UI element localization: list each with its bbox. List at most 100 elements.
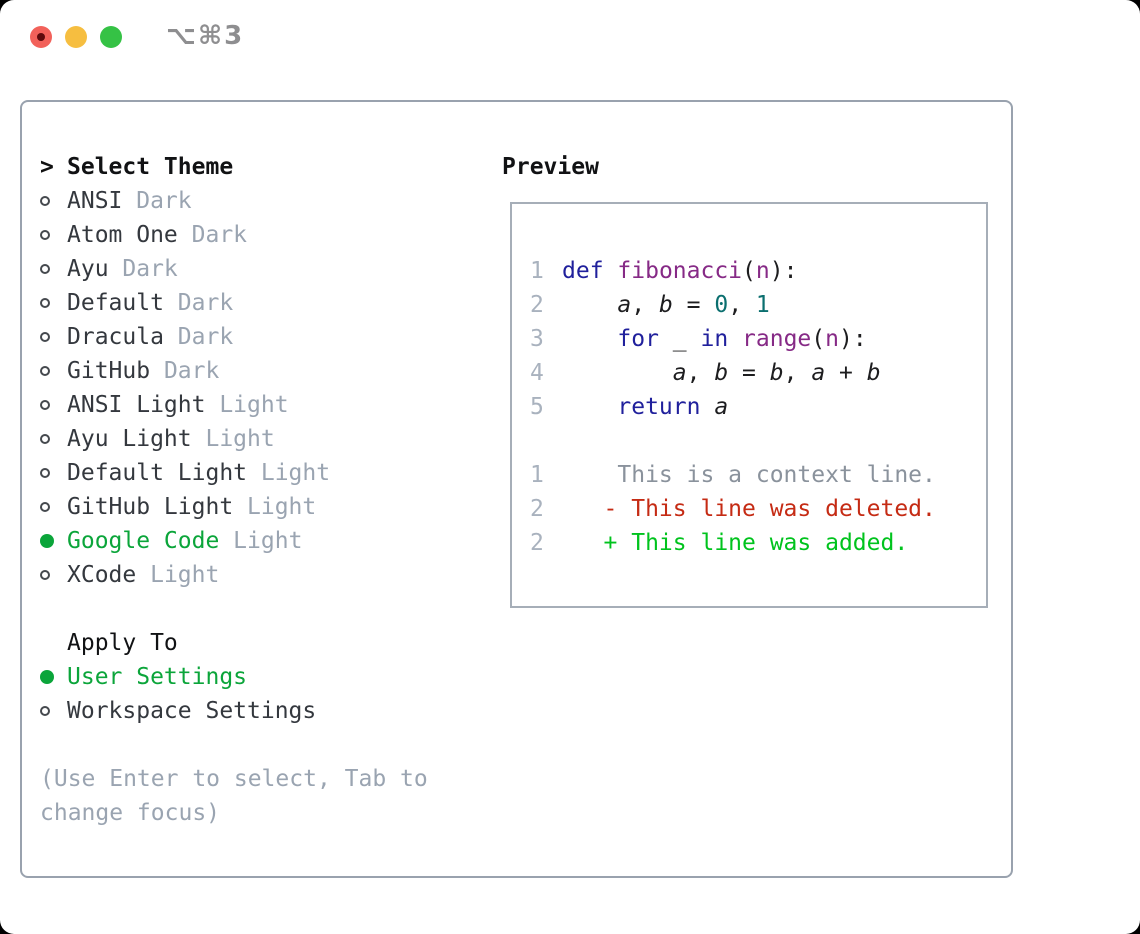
preview-header-row: Preview (502, 150, 599, 184)
code-token (562, 288, 617, 322)
theme-option-label: ANSI Light (67, 392, 206, 418)
code-token: n (825, 326, 840, 352)
select-theme-header-row: > Select Theme (40, 150, 485, 184)
code-token: + (825, 360, 867, 386)
theme-option-ayu[interactable]: Ayu Dark (40, 252, 485, 286)
apply-option-workspace-settings[interactable]: Workspace Settings (40, 694, 485, 728)
code-token (700, 390, 714, 424)
code-token (562, 356, 673, 390)
theme-option-ansi-light[interactable]: ANSI Light Light (40, 388, 485, 422)
code-token: , (783, 360, 812, 386)
code-token (604, 254, 618, 288)
theme-variant-tag: Light (219, 528, 303, 554)
preview-line: 5 return a (530, 390, 986, 424)
radio-selected-icon (40, 670, 54, 684)
radio-icon (40, 400, 50, 410)
code-token: , (686, 360, 715, 386)
line-number: 3 (530, 326, 544, 352)
theme-option-label: Default Light (67, 460, 248, 486)
theme-option-label: Ayu Light (67, 426, 192, 452)
theme-option-label: GitHub (67, 358, 151, 384)
code-token: ): (839, 326, 867, 352)
line-number: 2 (530, 292, 544, 318)
code-token: fibonacci (617, 258, 743, 284)
code-token: range (742, 326, 812, 352)
preview-line: 2 a, b = 0, 1 (530, 288, 986, 322)
preview-line: 1 This is a context line. (530, 458, 986, 492)
preview-line: 3 for _ in range(n): (530, 322, 986, 356)
theme-option-ayu-light[interactable]: Ayu Light Light (40, 422, 485, 456)
theme-option-label: Dracula (67, 324, 164, 350)
apply-option-user-settings[interactable]: User Settings (40, 660, 485, 694)
theme-variant-tag: Dark (163, 324, 234, 350)
theme-variant-tag: Dark (177, 222, 248, 248)
code-token: a (617, 292, 632, 318)
apply-to-title: Apply To (67, 630, 178, 656)
zoom-button[interactable] (100, 26, 122, 48)
theme-variant-tag: Light (191, 426, 275, 452)
theme-option-label: Default (67, 290, 164, 316)
code-token: , (728, 292, 756, 318)
code-token: - This line was deleted. (562, 496, 936, 522)
theme-option-github[interactable]: GitHub Dark (40, 354, 485, 388)
theme-option-label: XCode (67, 562, 137, 588)
code-token: This is a context line. (562, 462, 936, 488)
theme-option-atom-one[interactable]: Atom One Dark (40, 218, 485, 252)
theme-option-default[interactable]: Default Dark (40, 286, 485, 320)
code-token: in (700, 326, 729, 352)
line-number: 2 (530, 530, 544, 556)
code-token: b (866, 360, 881, 386)
theme-option-ansi[interactable]: ANSI Dark (40, 184, 485, 218)
code-token: a (672, 360, 687, 386)
theme-variant-tag: Light (205, 392, 289, 418)
theme-option-dracula[interactable]: Dracula Dark (40, 320, 485, 354)
minimize-button[interactable] (65, 26, 87, 48)
preview-line: 2 + This line was added. (530, 526, 986, 560)
theme-variant-tag: Dark (150, 358, 220, 384)
preview-line: 4 a, b = b, a + b (530, 356, 986, 390)
radio-icon (40, 332, 50, 342)
theme-option-default-light[interactable]: Default Light Light (40, 456, 485, 490)
theme-option-github-light[interactable]: GitHub Light Light (40, 490, 485, 524)
code-token: , (631, 292, 659, 318)
code-token (728, 322, 742, 356)
radio-icon (40, 570, 50, 580)
radio-icon (40, 366, 50, 376)
preview-line (530, 424, 986, 458)
code-token: ( (811, 326, 826, 352)
code-token: def (562, 258, 604, 284)
preview-title: Preview (502, 154, 599, 180)
theme-variant-tag: Light (247, 460, 331, 486)
code-token: return (617, 394, 701, 420)
close-button[interactable] (30, 26, 52, 48)
theme-option-label: Ayu (67, 256, 109, 282)
radio-icon (40, 230, 50, 240)
theme-option-xcode[interactable]: XCode Light (40, 558, 485, 592)
apply-option-label: Workspace Settings (67, 698, 317, 724)
code-token: 0 (714, 292, 729, 318)
theme-option-label: ANSI (67, 188, 123, 214)
line-number: 2 (530, 496, 544, 522)
code-token: = (672, 292, 715, 318)
line-number: 4 (530, 360, 544, 386)
radio-icon (40, 706, 50, 716)
focus-prompt-icon: > (40, 154, 54, 180)
radio-icon (40, 468, 50, 478)
radio-icon (40, 298, 50, 308)
code-token: a (811, 360, 826, 386)
code-token: + This line was added. (562, 530, 909, 556)
window-title: ⌥⌘3 (166, 21, 245, 51)
code-token: ): (769, 258, 798, 284)
theme-variant-tag: Light (136, 562, 220, 588)
theme-option-label: GitHub Light (67, 494, 234, 520)
theme-variant-tag: Dark (163, 290, 234, 316)
theme-option-google-code[interactable]: Google Code Light (40, 524, 485, 558)
radio-icon (40, 264, 50, 274)
theme-option-label: Google Code (67, 528, 220, 554)
code-token: 1 (755, 292, 770, 318)
